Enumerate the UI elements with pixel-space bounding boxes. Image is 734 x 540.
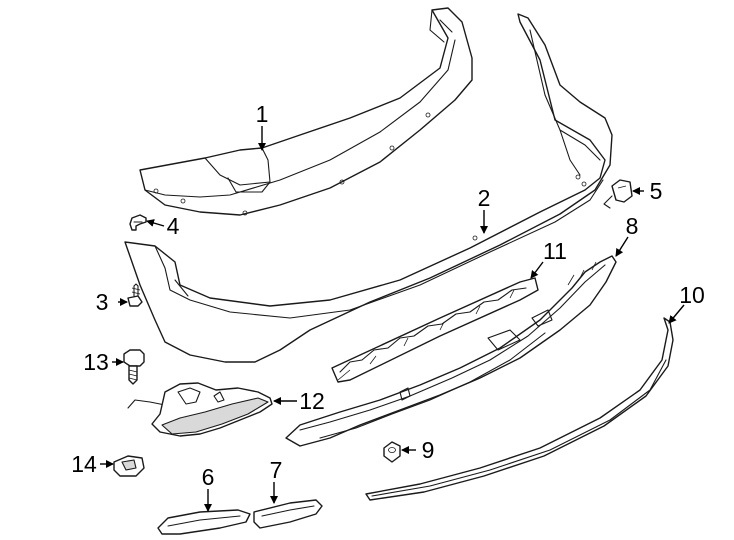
callout-10: 10 [679,282,705,308]
callout-7: 7 [270,457,283,483]
callout-6: 6 [202,464,215,490]
callout-5: 5 [650,178,663,204]
part-1-upper-absorber [139,7,473,216]
callout-14: 14 [71,451,97,477]
part-5-bracket [603,179,633,209]
part-12-lamp [127,382,273,437]
part-2-bumper-cover [124,13,613,363]
part-13-bolt [123,349,145,385]
part-6-reflector [157,509,251,535]
leader-11 [530,261,544,279]
part-11-bracket [331,277,539,383]
callout-2: 2 [478,185,491,211]
part-4-push-pin [129,214,147,231]
callout-1: 1 [256,101,269,127]
callout-13: 13 [83,349,109,375]
part-14-clip [113,455,145,477]
part-9-nut [383,441,401,463]
part-8-diffuser [285,255,617,447]
leader-10 [668,304,685,324]
part-7-reflector [253,499,323,529]
leader-4 [146,219,165,227]
callout-8: 8 [626,213,639,239]
callout-3: 3 [96,289,109,315]
callout-labels: 1 2 3 4 5 6 7 8 9 10 11 12 13 14 [71,101,705,490]
callout-12: 12 [299,388,325,414]
callout-9: 9 [422,437,435,463]
leader-lines [100,126,685,512]
callout-4: 4 [167,213,180,239]
callout-11: 11 [543,238,567,264]
leader-8 [615,236,629,257]
part-3-screw [127,283,143,307]
